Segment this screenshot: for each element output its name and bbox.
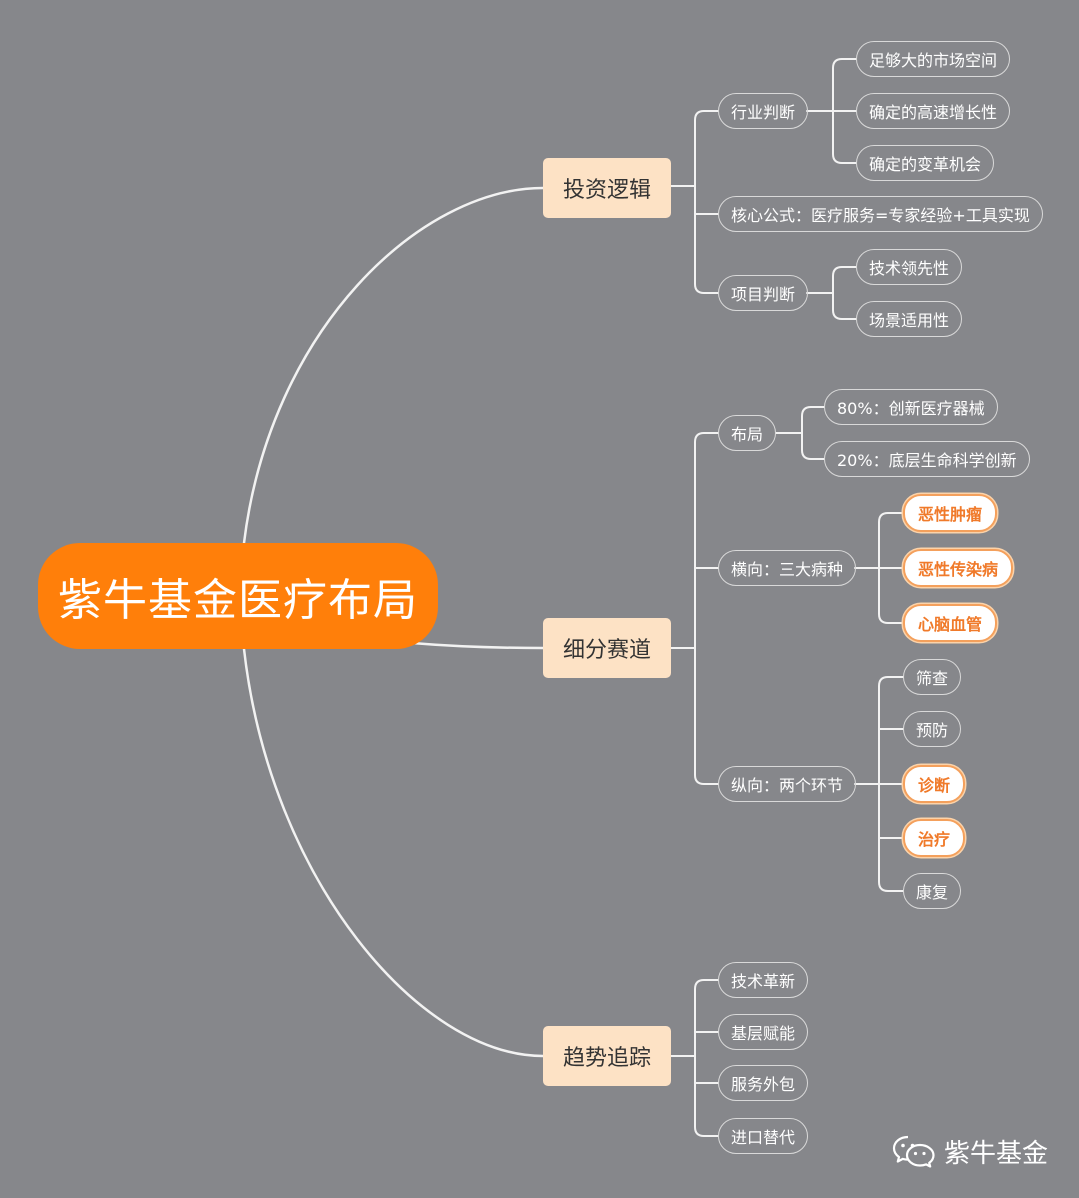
root-node[interactable]: 紫牛基金医疗布局 [38, 543, 438, 649]
edge-project-children [806, 266, 857, 320]
node-project-item[interactable]: 技术领先性 [856, 249, 963, 285]
node-industry-item[interactable]: 足够大的市场空间 [856, 41, 1011, 77]
wechat-icon [892, 1135, 935, 1168]
node-disease-highlight[interactable]: 心脑血管 [903, 604, 998, 642]
node-disease-highlight[interactable]: 恶性肿瘤 [903, 494, 998, 532]
node-industry-judgement[interactable]: 行业判断 [718, 93, 809, 129]
node-project-item[interactable]: 场景适用性 [856, 301, 963, 337]
node-trend-item[interactable]: 进口替代 [718, 1118, 809, 1154]
node-industry-item[interactable]: 确定的变革机会 [856, 145, 995, 181]
node-core-formula[interactable]: 核心公式：医疗服务=专家经验+工具实现 [718, 196, 1043, 232]
node-investment-logic[interactable]: 投资逻辑 [543, 158, 671, 218]
edge-segments-children [670, 432, 719, 785]
node-stage[interactable]: 筛查 [903, 659, 962, 695]
edge-horizontal-children [854, 512, 904, 624]
node-trends[interactable]: 趋势追踪 [543, 1026, 671, 1086]
node-layout-item[interactable]: 80%：创新医疗器械 [824, 389, 998, 425]
edge-investment-children [670, 110, 719, 294]
node-horizontal-diseases[interactable]: 横向：三大病种 [718, 550, 857, 586]
edge-layout-children [775, 406, 825, 460]
node-stage-highlight[interactable]: 诊断 [903, 765, 966, 803]
node-stage[interactable]: 康复 [903, 873, 962, 909]
edge-trends-children [670, 979, 719, 1137]
node-vertical-stages[interactable]: 纵向：两个环节 [718, 766, 857, 802]
watermark-logo: 紫牛基金 [892, 1133, 1048, 1169]
watermark-text: 紫牛基金 [944, 1138, 1049, 1169]
node-stage-highlight[interactable]: 治疗 [903, 819, 966, 857]
node-disease-highlight[interactable]: 恶性传染病 [903, 549, 1014, 587]
node-trend-item[interactable]: 技术革新 [718, 962, 809, 998]
edge-root-trends [242, 647, 545, 1058]
node-layout-item[interactable]: 20%：底层生命科学创新 [824, 441, 1030, 477]
node-segments[interactable]: 细分赛道 [543, 618, 671, 678]
node-trend-item[interactable]: 基层赋能 [718, 1014, 809, 1050]
edge-industry-children [806, 58, 857, 164]
node-industry-item[interactable]: 确定的高速增长性 [856, 93, 1011, 129]
edge-root-segments [410, 641, 545, 650]
node-stage[interactable]: 预防 [903, 711, 962, 747]
edge-root-investment-logic [242, 186, 545, 545]
node-project-judgement[interactable]: 项目判断 [718, 275, 809, 311]
node-trend-item[interactable]: 服务外包 [718, 1065, 809, 1101]
node-layout[interactable]: 布局 [718, 415, 777, 451]
edge-vertical-children [854, 676, 904, 892]
